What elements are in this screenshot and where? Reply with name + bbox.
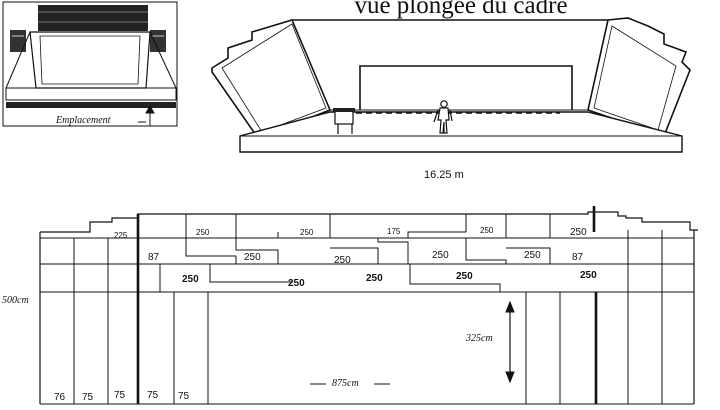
row2-width-2: 250 [244,252,261,263]
row3-width-5: 250 [580,270,597,281]
row2-width-4: 250 [432,250,449,261]
chair-icon [333,108,355,134]
bottom-width-5: 75 [178,391,190,402]
bottom-width-3: 75 [114,390,126,401]
plan-height-label: 500cm [2,295,29,306]
plan-opening-width-label: 875cm [332,378,359,389]
row3-width-4: 250 [456,271,473,282]
row2-width-3: 250 [334,255,351,266]
bottom-width-2: 75 [82,392,94,403]
perspective-width-label: 16.25 m [424,169,464,181]
page-title: vue plongée du cadre [354,0,568,19]
plan-drawing [39,206,698,405]
bottom-width-4: 75 [147,390,159,401]
row1-width-1: 225 [114,231,128,240]
plan-opening-height-label: 325cm [466,333,493,344]
row2-width-5: 250 [524,250,541,261]
row3-width-1: 250 [182,274,199,285]
row2-width-6: 87 [572,252,584,263]
thumbnail-caption: Emplacement [56,115,111,126]
row1-width-4: 175 [387,227,401,236]
row3-width-2: 250 [288,278,305,289]
row2-width-1: 87 [148,252,160,263]
row1-width-3: 250 [300,228,314,237]
thumbnail-frame [2,1,178,127]
row1-width-2: 250 [196,228,210,237]
row3-width-3: 250 [366,273,383,284]
row1-width-6: 250 [570,227,587,238]
thumbnail-drawing [2,1,178,127]
row1-width-5: 250 [480,226,494,235]
person-icon [433,100,453,134]
perspective-drawing [211,17,691,153]
bottom-width-1: 76 [54,392,66,403]
